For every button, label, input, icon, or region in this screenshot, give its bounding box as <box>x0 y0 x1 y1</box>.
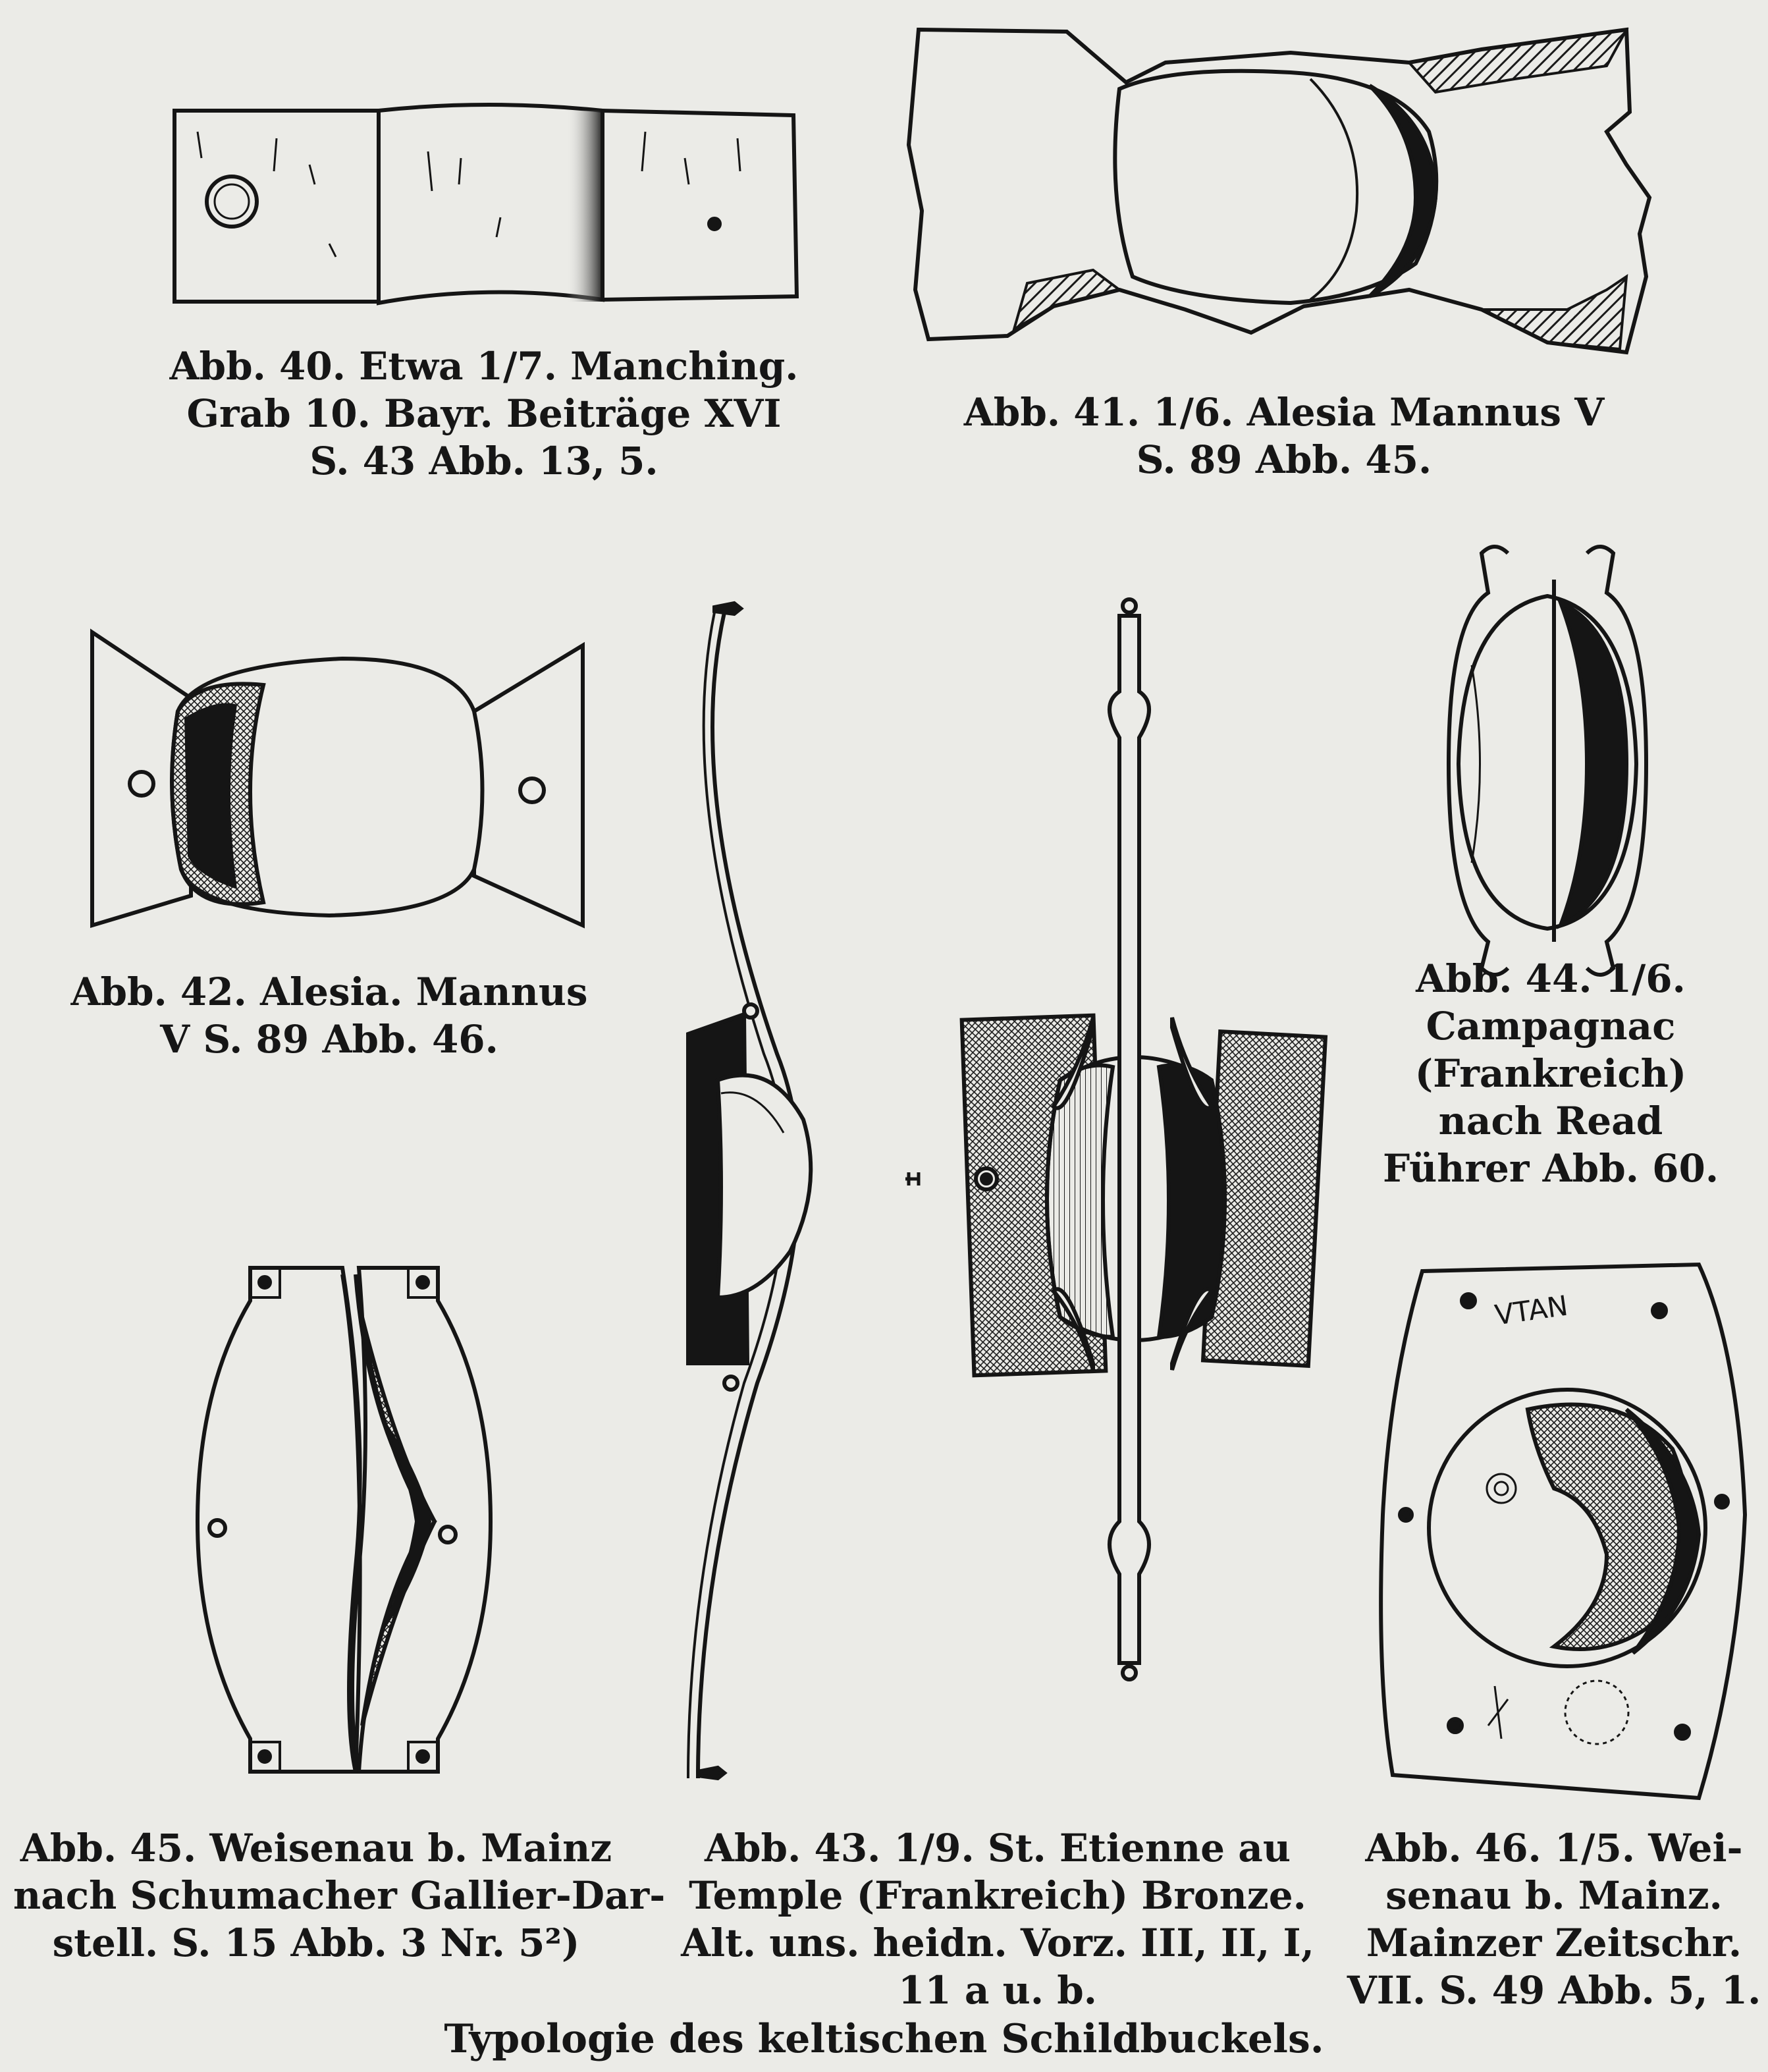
caption-line: (Frankreich) <box>1414 1051 1687 1096</box>
caption-line: stell. S. 15 Abb. 3 Nr. 5²) <box>52 1921 580 1965</box>
caption-abb-44: Abb. 44. 1/6. Campagnac (Frankreich) nac… <box>1366 955 1735 1192</box>
caption-line: Grab 10. Bayr. Beiträge XVI <box>186 391 782 436</box>
caption-abb-42: Abb. 42. Alesia. Mannus V S. 89 Abb. 46. <box>26 968 632 1063</box>
caption-abb-45: Abb. 45. Weisenau b. Mainz nach Schumach… <box>13 1824 666 1967</box>
caption-line: S. 89 Abb. 45. <box>1136 437 1432 482</box>
caption-line: nach Schumacher Gallier-Dar- <box>13 1873 666 1918</box>
caption-line: VII. S. 49 Abb. 5, 1. <box>1347 1968 1761 2013</box>
caption-abb-46: Abb. 46. 1/5. Wei- senau b. Mainz. Mainz… <box>1343 1824 1765 2014</box>
caption-line: Abb. 44. 1/6. <box>1416 956 1686 1001</box>
page-title: Typologie des keltischen Schildbuckels. <box>444 2016 1324 2062</box>
caption-line: Abb. 42. Alesia. Mannus <box>70 969 588 1014</box>
figure-44-drawing <box>1446 545 1649 977</box>
caption-abb-41: Abb. 41. 1/6. Alesia Mannus V S. 89 Abb.… <box>909 389 1659 483</box>
figure-46-drawing <box>1379 1262 1748 1801</box>
caption-line: nach Read <box>1438 1099 1663 1143</box>
caption-line: Abb. 40. Etwa 1/7. Manching. <box>169 344 799 389</box>
caption-line: V S. 89 Abb. 46. <box>160 1017 498 1062</box>
caption-line: 11 a u. b. <box>898 1968 1097 2013</box>
caption-line: Temple (Frankreich) Bronze. <box>689 1873 1306 1918</box>
caption-line: Mainzer Zeitschr. <box>1366 1921 1742 1965</box>
caption-line: Abb. 45. Weisenau b. Mainz <box>20 1826 612 1870</box>
figure-41-drawing <box>906 27 1652 355</box>
caption-abb-40: Abb. 40. Etwa 1/7. Manching. Grab 10. Ba… <box>122 342 846 485</box>
caption-line: Führer Abb. 60. <box>1382 1146 1719 1191</box>
caption-line: senau b. Mainz. <box>1385 1873 1723 1918</box>
caption-line: S. 43 Abb. 13, 5. <box>309 439 658 483</box>
figure-40-drawing <box>173 103 799 306</box>
caption-line: Campagnac <box>1426 1004 1676 1049</box>
caption-abb-43: Abb. 43. 1/9. St. Etienne au Temple (Fra… <box>635 1824 1360 2014</box>
figure-45-drawing <box>195 1266 493 1774</box>
caption-line: Alt. uns. heidn. Vorz. III, II, I, <box>681 1921 1314 1965</box>
caption-line: Abb. 43. 1/9. St. Etienne au <box>704 1826 1291 1870</box>
caption-line: Abb. 46. 1/5. Wei- <box>1365 1826 1743 1870</box>
figure-42-drawing <box>90 628 585 929</box>
figure-43-profile-drawing <box>686 601 813 1781</box>
figure-43-front-drawing <box>905 597 1328 1681</box>
caption-line: Abb. 41. 1/6. Alesia Mannus V <box>963 390 1605 435</box>
